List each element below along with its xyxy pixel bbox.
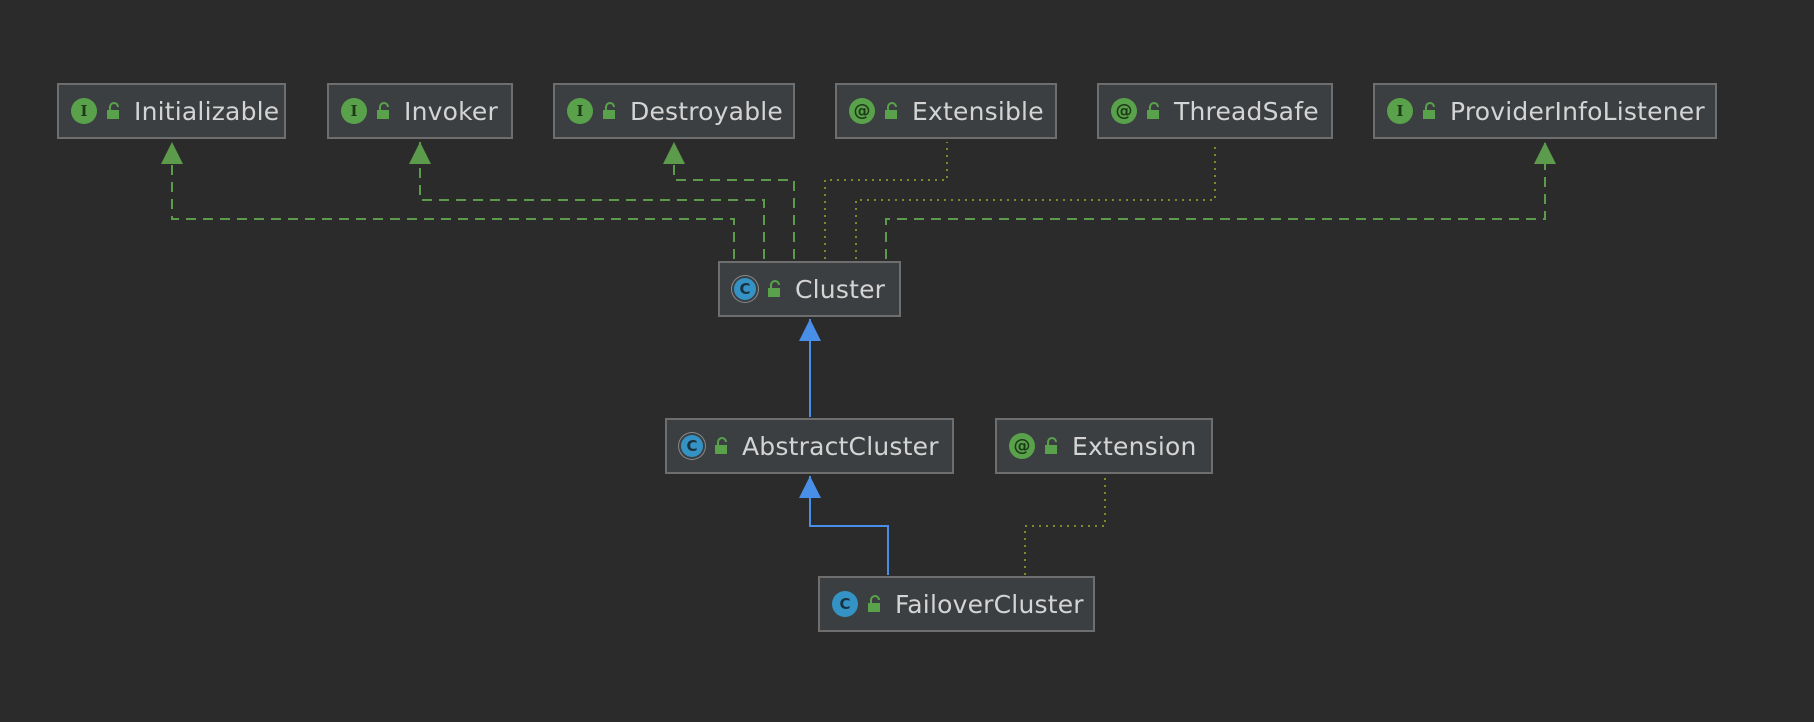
abstract-class-icon: C [679, 433, 705, 459]
node-label: Destroyable [630, 96, 783, 126]
edge-implements-cluster-to-destroyable [673, 142, 795, 259]
unlock-icon [1423, 102, 1435, 119]
annotation-icon: @ [1009, 433, 1035, 459]
node-initializable[interactable]: I Initializable [57, 83, 286, 139]
edge-extends-failovercluster-to-abstractcluster [809, 476, 889, 575]
node-abstractcluster[interactable]: C AbstractCluster [665, 418, 954, 474]
class-icon: C [832, 591, 858, 617]
unlock-icon [1147, 102, 1159, 119]
edge-implements-cluster-to-providerinfolistener [885, 142, 1546, 259]
unlock-icon [377, 102, 389, 119]
node-label: Cluster [795, 274, 886, 304]
annotation-icon: @ [1111, 98, 1137, 124]
edge-implements-cluster-to-invoker [419, 142, 765, 259]
node-providerinfolistener[interactable]: I ProviderInfoListener [1373, 83, 1717, 139]
unlock-icon [868, 595, 880, 612]
node-label: ProviderInfoListener [1450, 96, 1705, 126]
arrowhead-implements [409, 142, 431, 164]
edge-implements-cluster-to-initializable [171, 142, 735, 259]
node-destroyable[interactable]: I Destroyable [553, 83, 795, 139]
node-label: AbstractCluster [742, 431, 939, 461]
interface-icon: I [1387, 98, 1413, 124]
arrowhead-implements [161, 142, 183, 164]
node-label: Extension [1072, 431, 1197, 461]
arrowhead-implements [663, 142, 685, 164]
node-threadsafe[interactable]: @ ThreadSafe [1097, 83, 1333, 139]
unlock-icon [603, 102, 615, 119]
arrowhead-extends [799, 319, 821, 341]
interface-icon: I [567, 98, 593, 124]
node-failovercluster[interactable]: C FailoverCluster [818, 576, 1095, 632]
edge-annotated-failovercluster-to-extension [1024, 476, 1106, 575]
node-label: FailoverCluster [895, 589, 1084, 619]
node-invoker[interactable]: I Invoker [327, 83, 513, 139]
edge-annotated-cluster-to-extensible [824, 142, 948, 259]
unlock-icon [715, 437, 727, 454]
edge-annotated-cluster-to-threadsafe [855, 142, 1216, 259]
node-label: Invoker [404, 96, 498, 126]
unlock-icon [885, 102, 897, 119]
arrowhead-implements [1534, 142, 1556, 164]
annotation-icon: @ [849, 98, 875, 124]
arrowhead-extends [799, 476, 821, 498]
node-label: Initializable [134, 96, 280, 126]
node-label: ThreadSafe [1174, 96, 1319, 126]
node-label: Extensible [912, 96, 1044, 126]
interface-icon: I [341, 98, 367, 124]
node-cluster[interactable]: C Cluster [718, 261, 901, 317]
unlock-icon [768, 280, 780, 297]
node-extensible[interactable]: @ Extensible [835, 83, 1057, 139]
node-extension[interactable]: @ Extension [995, 418, 1213, 474]
abstract-class-icon: C [732, 276, 758, 302]
unlock-icon [1045, 437, 1057, 454]
interface-icon: I [71, 98, 97, 124]
unlock-icon [107, 102, 119, 119]
